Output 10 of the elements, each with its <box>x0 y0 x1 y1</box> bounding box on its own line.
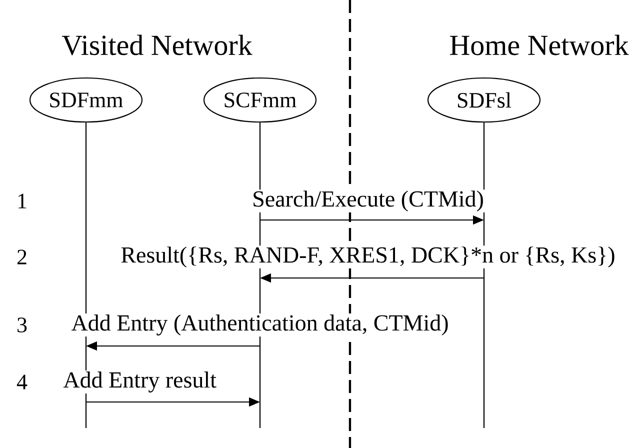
message-label: Result({Rs, RAND-F, XRES1, DCK}*n or {Rs, Ks}) <box>120 246 616 268</box>
step-number: 1 <box>16 192 28 210</box>
message-label: Add Entry (Authentication data, CTMid) <box>70 314 450 336</box>
network-heading: Visited Network <box>60 34 254 56</box>
network-heading: Home Network <box>448 34 630 56</box>
step-number: 2 <box>16 248 28 266</box>
message-label: Add Entry result <box>62 370 218 394</box>
step-number: 4 <box>16 374 28 390</box>
message-label: Search/Execute (CTMid) <box>251 190 485 212</box>
step-number: 3 <box>16 316 28 334</box>
